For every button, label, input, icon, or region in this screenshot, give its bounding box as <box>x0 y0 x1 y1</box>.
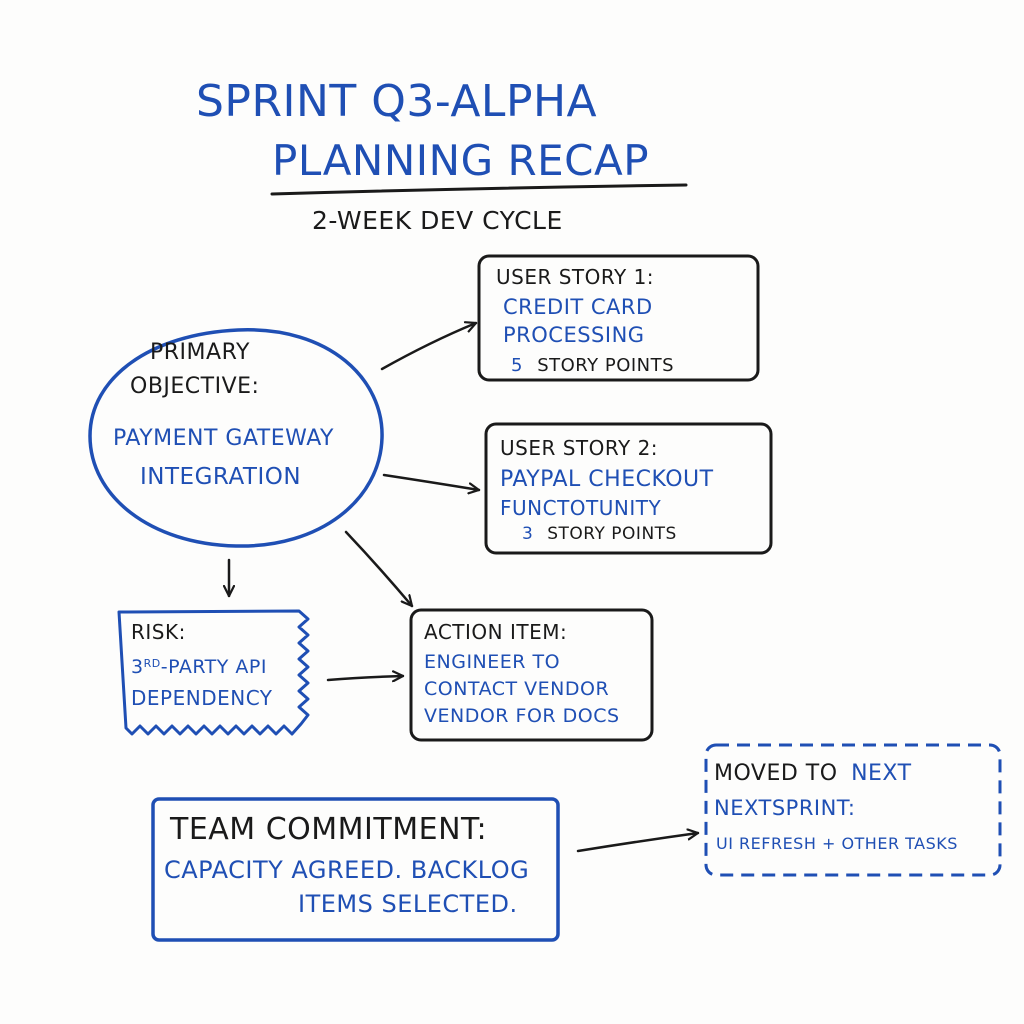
title-underline <box>270 183 688 196</box>
risk-value-line-2: DEPENDENCY <box>131 686 273 710</box>
arrow-commitment-to-moved <box>576 833 700 853</box>
risk-title: RISK: <box>131 620 186 644</box>
risk-value-line-1: 3RD-PARTY API <box>131 658 267 677</box>
story2-points: 3 STORY POINTS <box>522 526 677 543</box>
arrow-objective-to-story1 <box>380 323 478 371</box>
story2-points-label: STORY POINTS <box>547 524 677 544</box>
story1-value-line-2: PROCESSING <box>503 323 645 347</box>
story1-title: USER STORY 1: <box>496 265 655 289</box>
title-line-2: PLANNING RECAP <box>272 136 650 185</box>
action-value-line-2: CONTACT VENDOR <box>424 678 610 700</box>
risk-box <box>117 609 310 736</box>
story1-box <box>477 254 760 382</box>
story1-value-line-1: CREDIT CARD <box>503 295 653 319</box>
action-value-line-3: VENDOR FOR DOCS <box>424 705 620 727</box>
title-line-1: SPRINT Q3-ALPHA <box>196 76 598 127</box>
moved-title-line-2: NEXTSPRINT: <box>714 796 856 820</box>
action-title: ACTION ITEM: <box>424 620 568 644</box>
moved-box <box>704 743 1002 877</box>
commitment-value-line-2: ITEMS SELECTED. <box>298 890 518 918</box>
objective-ellipse <box>88 328 384 548</box>
story1-points: 5 STORY POINTS <box>511 357 674 375</box>
commitment-title: TEAM COMMITMENT: <box>170 812 488 847</box>
moved-title-black: MOVED TO <box>714 761 838 786</box>
action-box <box>409 608 654 742</box>
objective-value-line-1: PAYMENT GATEWAY <box>113 426 334 451</box>
risk-value-superscript: RD <box>143 657 161 670</box>
story2-value-line-1: PAYPAL CHECKOUT <box>500 467 714 492</box>
arrow-risk-to-action <box>326 676 405 680</box>
moved-value: UI REFRESH + OTHER TASKS <box>716 834 958 853</box>
commitment-value-line-1: CAPACITY AGREED. BACKLOG <box>164 856 530 884</box>
arrow-objective-to-action <box>344 530 414 608</box>
story2-box <box>484 422 773 555</box>
risk-value-rest: -PARTY API <box>160 656 267 678</box>
objective-label-line-2: OBJECTIVE: <box>130 374 260 399</box>
story1-points-number: 5 <box>511 355 523 376</box>
objective-label-line-1: PRIMARY <box>150 340 250 365</box>
story2-points-number: 3 <box>522 524 534 544</box>
story1-points-label: STORY POINTS <box>537 355 675 376</box>
story2-value-line-2: FUNCTOTUNITY <box>500 496 662 520</box>
commitment-box <box>151 797 560 942</box>
risk-value-number: 3 <box>131 656 144 678</box>
arrow-objective-to-story2 <box>382 473 481 490</box>
objective-value-line-2: INTEGRATION <box>140 464 302 490</box>
action-value-line-1: ENGINEER TO <box>424 651 561 673</box>
story2-title: USER STORY 2: <box>500 436 659 460</box>
moved-title-blue: NEXT <box>851 761 912 786</box>
subtitle: 2-WEEK DEV CYCLE <box>312 206 563 235</box>
moved-title-line-1: MOVED TO NEXT <box>714 763 912 785</box>
